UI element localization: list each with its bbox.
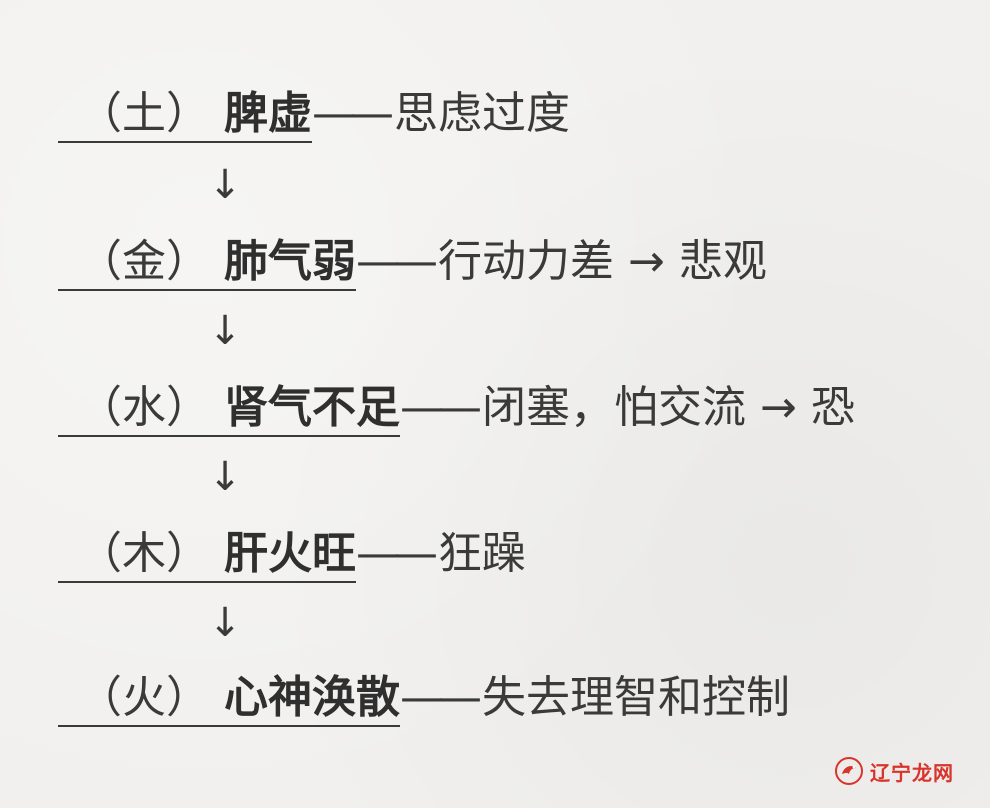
- watermark: 辽宁龙网: [834, 756, 954, 786]
- organ-condition: 脾虚: [224, 88, 312, 139]
- flow-row-fire: （火） 心神涣散——失去理智和控制: [58, 668, 790, 728]
- organ-condition: 肺气弱: [224, 236, 356, 287]
- effect-text: 行动力差 → 悲观: [438, 236, 767, 287]
- effect-text: 思虑过度: [394, 88, 570, 139]
- flow-row-metal: （金） 肺气弱——行动力差 → 悲观: [58, 232, 767, 292]
- dash-connector: ——: [312, 88, 394, 139]
- dash-connector: ——: [356, 236, 438, 287]
- underlined-label: （金） 肺气弱: [58, 237, 356, 291]
- underlined-label: （火） 心神涣散: [58, 673, 400, 727]
- dash-connector: ——: [400, 672, 482, 723]
- organ-condition: 肝火旺: [224, 528, 356, 579]
- effect-text: 失去理智和控制: [482, 672, 790, 723]
- flow-row-wood: （木） 肝火旺——狂躁: [58, 524, 526, 584]
- organ-condition: 心神涣散: [224, 672, 400, 723]
- underlined-label: （木） 肝火旺: [58, 529, 356, 583]
- element-tag: （火）: [78, 672, 210, 723]
- element-tag: （土）: [78, 88, 210, 139]
- element-tag: （水）: [78, 382, 210, 433]
- flow-row-water: （水） 肾气不足——闭塞，怕交流 → 恐: [58, 378, 855, 438]
- down-arrow: ↓: [208, 600, 242, 646]
- effect-text: 狂躁: [438, 528, 526, 579]
- dash-connector: ——: [356, 528, 438, 579]
- underlined-label: （土） 脾虚: [58, 89, 312, 143]
- down-arrow: ↓: [208, 454, 242, 500]
- dash-connector: ——: [400, 382, 482, 433]
- dragon-logo-icon: [835, 757, 863, 785]
- watermark-text: 辽宁龙网: [870, 760, 954, 785]
- effect-text: 闭塞，怕交流 → 恐: [482, 382, 855, 433]
- element-tag: （木）: [78, 528, 210, 579]
- underlined-label: （水） 肾气不足: [58, 383, 400, 437]
- organ-condition: 肾气不足: [224, 382, 400, 433]
- down-arrow: ↓: [208, 308, 242, 354]
- flow-row-earth: （土） 脾虚——思虑过度: [58, 84, 570, 144]
- down-arrow: ↓: [208, 162, 242, 208]
- element-tag: （金）: [78, 236, 210, 287]
